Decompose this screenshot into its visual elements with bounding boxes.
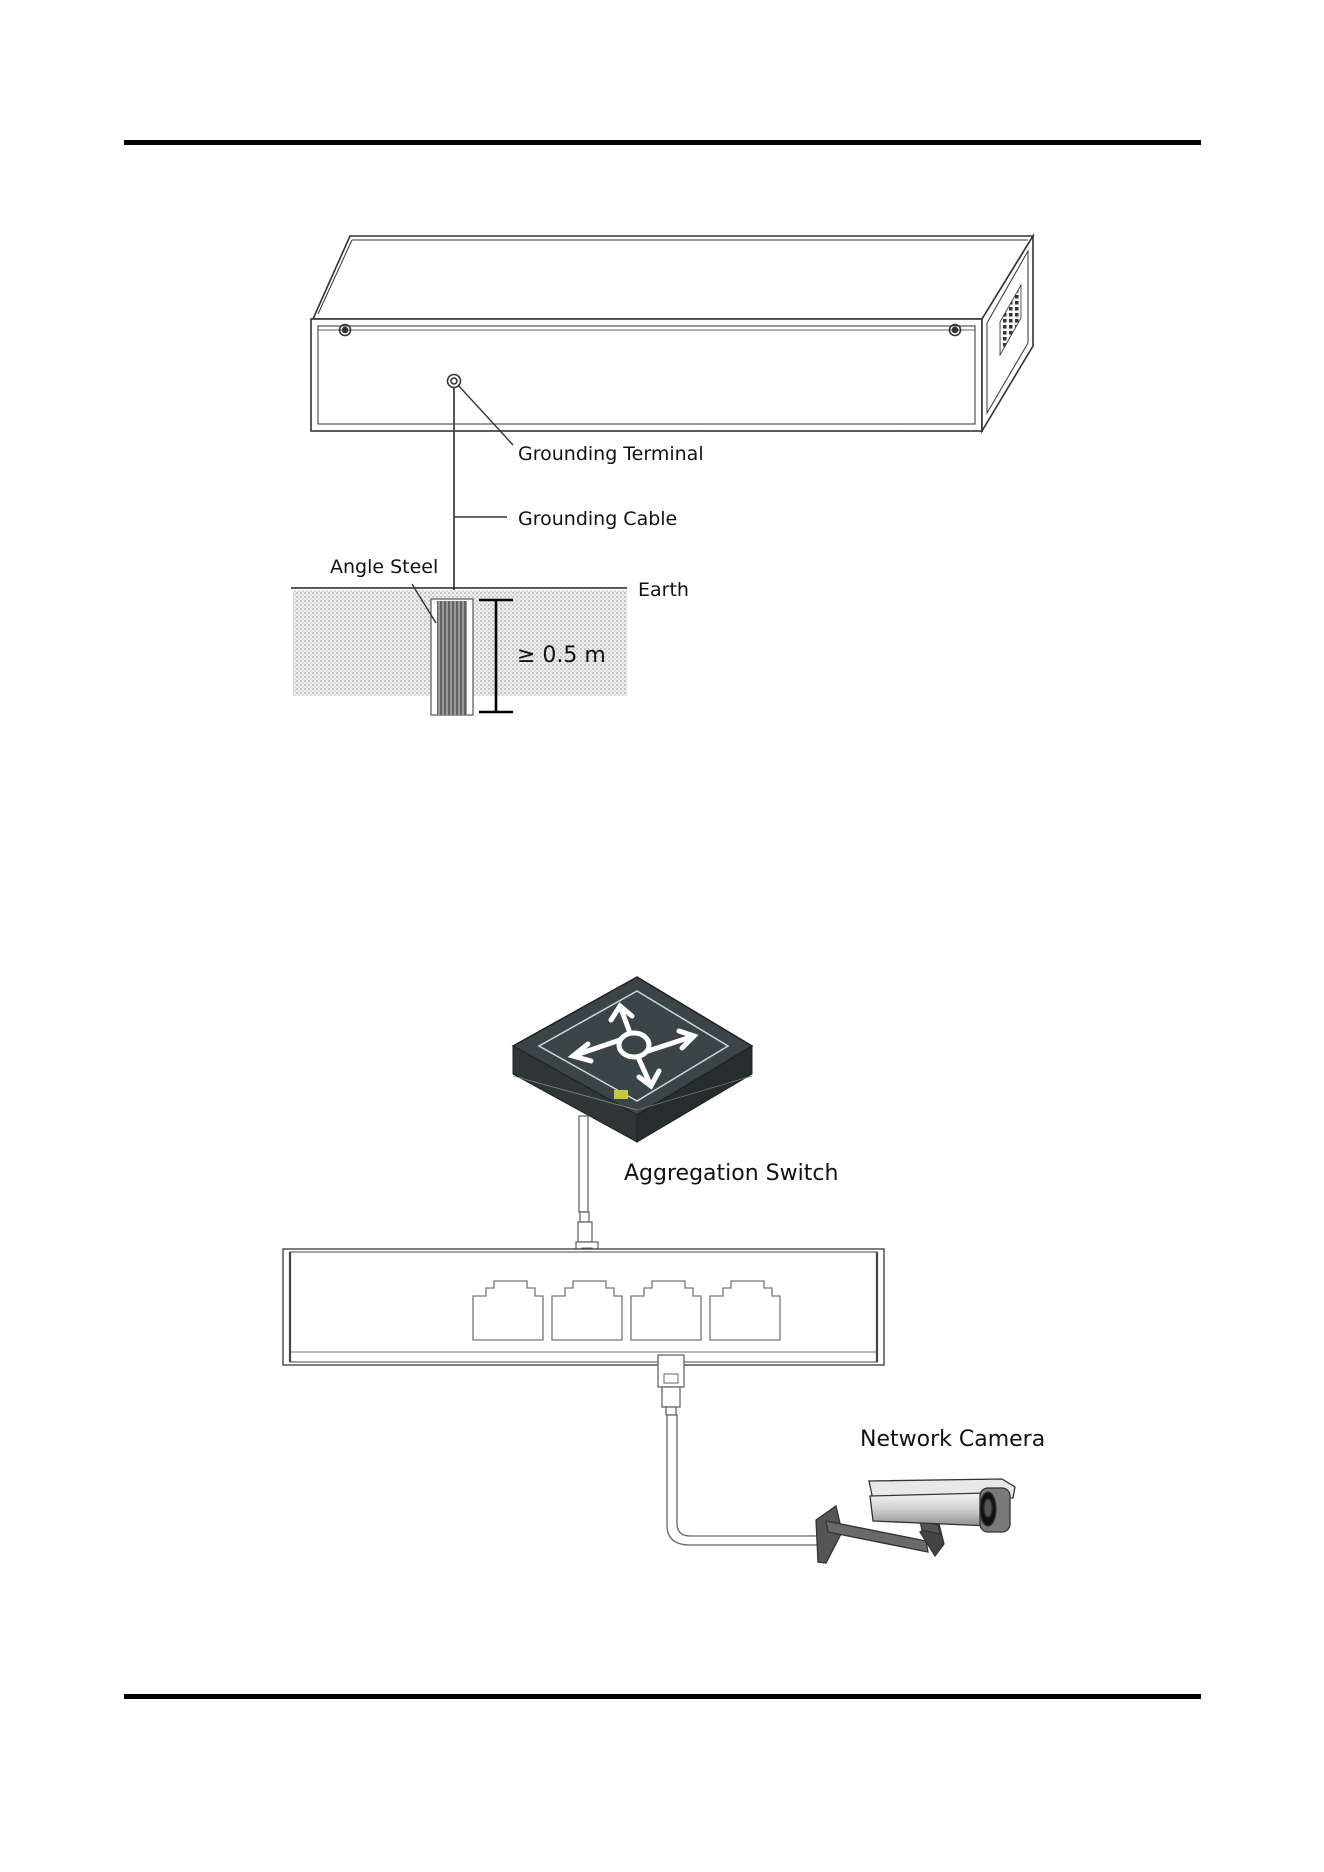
camera-cable [658, 1355, 828, 1545]
depth-label: ≥ 0.5 m [517, 643, 606, 668]
uplink-cable [576, 1116, 598, 1270]
grounding-cable-label: Grounding Cable [518, 508, 677, 530]
network-figure: Aggregation Switch Network Camera [283, 977, 1045, 1563]
device-chassis [311, 236, 1033, 431]
angle-steel-rod [431, 599, 473, 715]
aggregation-switch-label: Aggregation Switch [624, 1161, 838, 1186]
earth-label: Earth [638, 579, 689, 601]
grounding-figure: Grounding Terminal Grounding Cable Angle… [291, 236, 1033, 715]
network-camera-label: Network Camera [860, 1427, 1045, 1452]
network-camera-device [816, 1479, 1015, 1563]
grounding-terminal-label: Grounding Terminal [518, 443, 704, 465]
angle-steel-label: Angle Steel [330, 556, 438, 578]
aggregation-switch-device [513, 977, 752, 1142]
